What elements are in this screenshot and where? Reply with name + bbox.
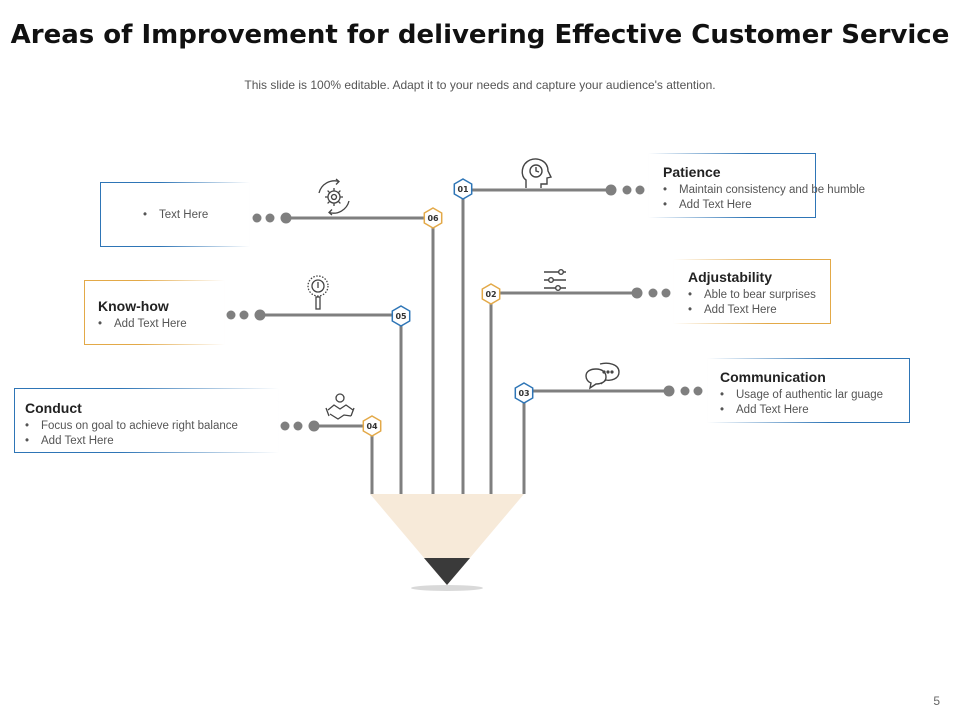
magnifier-bulb-icon (307, 275, 329, 310)
page-number: 5 (933, 694, 940, 708)
card-patience: Patience Maintain consistency and be hum… (648, 153, 865, 218)
card-bullet: Usage of authentic lar guage (720, 388, 909, 403)
pencil-shadow (411, 585, 483, 591)
pencil-body (370, 494, 524, 585)
pencil-tip (424, 558, 470, 585)
card-text-here: Text Here (100, 182, 250, 247)
card-bullet: Maintain consistency and be humble (663, 183, 865, 198)
card-heading: Conduct (25, 400, 82, 416)
card-bullet: Add Text Here (98, 317, 224, 332)
card-bullet: Add Text Here (720, 403, 909, 418)
card-heading: Communication (720, 369, 826, 385)
card-heading: Adjustability (688, 269, 773, 285)
badge-03: 03 (514, 382, 534, 404)
badge-01: 01 (453, 178, 473, 200)
card-know-how: Know-how Add Text Here (84, 280, 225, 345)
card-bullet: Add Text Here (663, 198, 815, 213)
card-bullet: Focus on goal to achieve right balance (25, 419, 278, 434)
badge-05: 05 (391, 305, 411, 327)
badge-02-number: 02 (485, 290, 496, 299)
badge-05-number: 05 (395, 312, 407, 321)
connector-dots (226, 184, 703, 432)
card-bullet: Able to bear surprises (688, 288, 830, 303)
badge-03-number: 03 (518, 389, 529, 398)
handshake-icon (325, 393, 355, 420)
card-heading: Know-how (98, 298, 169, 314)
slide-title: Areas of Improvement for delivering Effe… (10, 20, 950, 50)
card-conduct: Conduct Focus on goal to achieve right b… (14, 388, 279, 453)
card-bullet: Add Text Here (688, 303, 830, 318)
slide-subtitle: This slide is 100% editable. Adapt it to… (244, 78, 716, 92)
badge-04: 04 (362, 415, 382, 437)
card-communication: Communication Usage of authentic lar gua… (707, 358, 910, 423)
badge-02: 02 (481, 283, 501, 305)
head-clock-icon (521, 158, 553, 188)
badge-06-number: 06 (427, 214, 439, 223)
badge-04-number: 04 (366, 422, 378, 431)
card-bullet: Text Here (143, 208, 249, 223)
card-bullet: Add Text Here (25, 434, 278, 449)
sliders-icon (544, 269, 566, 292)
gear-cycle-icon (318, 178, 350, 216)
chat-bubbles-icon (585, 362, 620, 390)
card-adjustability: Adjustability Able to bear surprises Add… (673, 259, 831, 324)
badge-06: 06 (423, 207, 443, 229)
card-heading: Patience (663, 164, 721, 180)
badge-01-number: 01 (457, 185, 469, 194)
